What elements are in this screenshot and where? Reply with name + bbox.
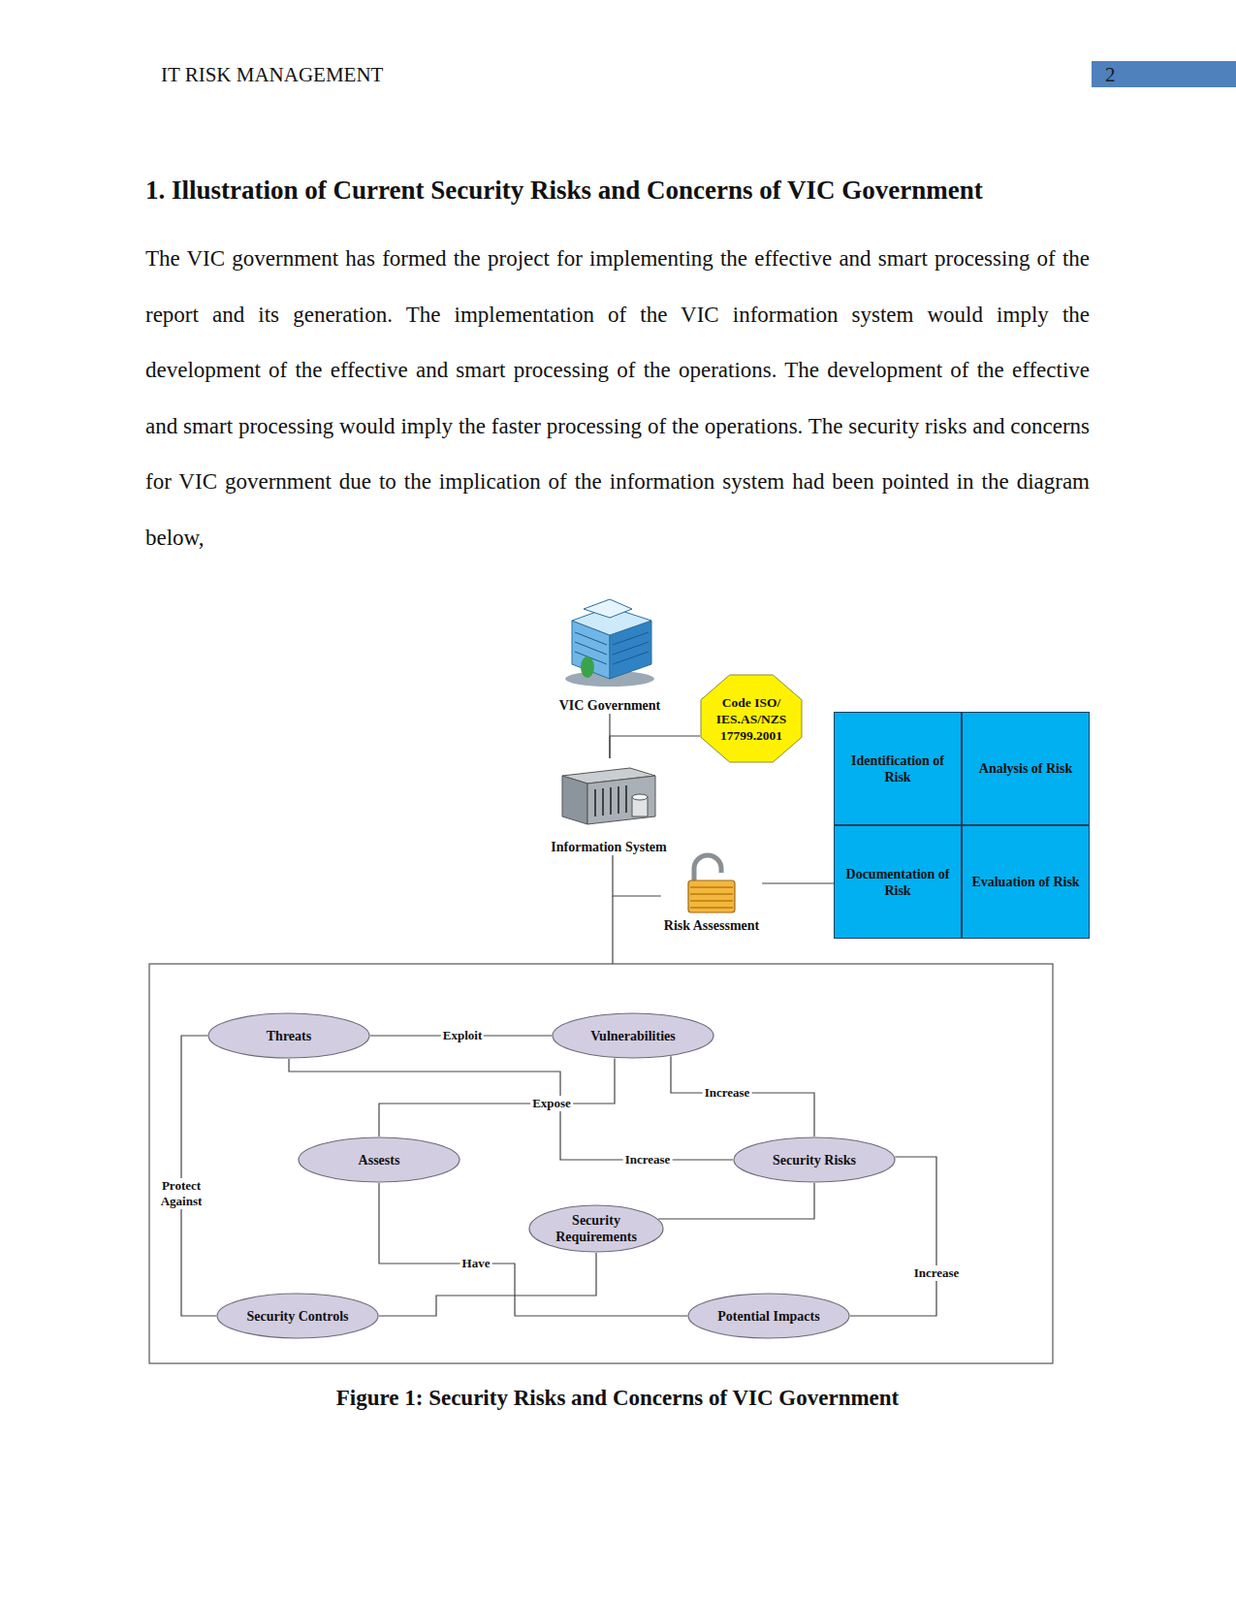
database-cylinder-top — [632, 793, 648, 800]
drive-slot — [625, 785, 628, 813]
body-paragraph: The VIC government has formed the projec… — [145, 230, 1090, 566]
connector-line — [612, 855, 662, 896]
lock-stripe — [690, 899, 733, 902]
page-number: 2 — [1105, 62, 1116, 88]
window-line — [612, 632, 649, 645]
standard-octagon: Code ISO/ IES.AS/NZS 17799.2001 — [699, 673, 803, 763]
octagon-outline — [700, 674, 802, 762]
concept-ellipse: Potential Impacts — [687, 1292, 851, 1339]
ellipse-shape — [528, 1204, 665, 1253]
ellipse-outline — [298, 1137, 460, 1182]
ellipse-outline — [529, 1204, 664, 1252]
lock-shackle — [694, 855, 722, 883]
connector-line — [379, 1252, 597, 1316]
building-tower — [583, 599, 633, 618]
node-label: Risk Assessment — [664, 917, 760, 934]
connector-line — [850, 1156, 937, 1316]
ellipse-outline — [208, 1013, 370, 1058]
process-cell: Evaluation of Risk — [961, 824, 1090, 939]
node-label: Security Risks — [772, 1151, 856, 1169]
node-label: Assests — [358, 1151, 401, 1169]
connector-line — [670, 1055, 815, 1137]
lock-stripe — [690, 906, 733, 909]
connector-line — [609, 735, 700, 759]
figure-caption: Figure 1: Security Risks and Concerns of… — [132, 1384, 1103, 1412]
lock-stripe — [690, 892, 733, 895]
concept-ellipse: Vulnerabilities — [551, 1012, 715, 1059]
process-cell: Documentation of Risk — [833, 824, 962, 939]
node-label: VIC Government — [559, 697, 662, 714]
server-drive-slots — [595, 785, 627, 817]
process-cell: Identification of Risk — [833, 711, 962, 825]
edge-label: Increase — [912, 1265, 962, 1281]
risk-model-frame — [149, 963, 1053, 1363]
lock-body — [688, 880, 735, 913]
node-label: Threats — [266, 1027, 312, 1045]
drive-slot — [617, 786, 620, 814]
lock-node: Risk Assessment — [661, 852, 762, 934]
concept-ellipse: Threats — [207, 1012, 371, 1059]
node-label: Vulnerabilities — [590, 1027, 675, 1045]
concept-ellipse: Security Requirements — [528, 1204, 665, 1253]
drive-slot — [609, 787, 612, 815]
ellipse-outline — [733, 1137, 895, 1182]
running-header: IT RISK MANAGEMENT — [160, 62, 383, 88]
node-label: Potential Impacts — [717, 1307, 820, 1325]
connector-line — [658, 1182, 815, 1219]
edge-label: Increase — [702, 1084, 753, 1101]
node-label: Code ISO/ IES.AS/NZS 17799.2001 — [706, 694, 796, 744]
node-label: Evaluation of Risk — [971, 873, 1079, 890]
drive-slot — [602, 788, 604, 816]
node-label: Security Controls — [246, 1307, 349, 1325]
window-line — [612, 651, 649, 665]
window-line — [574, 641, 607, 655]
feed-line — [611, 895, 613, 964]
edge-label: Exploit — [441, 1027, 484, 1044]
server-node: Information System — [547, 758, 669, 856]
lock-stripes — [690, 887, 733, 908]
lock-stripe — [690, 886, 733, 888]
ellipse-outline — [217, 1293, 379, 1338]
concept-ellipse: Security Controls — [216, 1292, 380, 1339]
tree — [580, 656, 595, 678]
connector-line — [181, 1035, 217, 1316]
connector-line — [379, 1057, 615, 1137]
edge-label: Have — [460, 1255, 493, 1271]
node-label: Identification of Risk — [839, 752, 956, 786]
drive-slot — [594, 789, 597, 817]
connector-line — [761, 882, 834, 884]
server-side — [562, 775, 588, 824]
section-title: 1. Illustration of Current Security Risk… — [145, 173, 1115, 207]
node-label: Documentation of Risk — [839, 865, 956, 899]
edge-label: Increase — [623, 1151, 673, 1168]
server-front — [587, 775, 656, 824]
process-cell: Analysis of Risk — [961, 711, 1090, 825]
ellipse-outline — [552, 1013, 714, 1058]
window-line — [612, 641, 649, 655]
ellipse-outline — [688, 1293, 850, 1338]
node-label: Security Requirements — [542, 1211, 650, 1245]
concept-ellipse: Assests — [297, 1136, 461, 1183]
node-label: Information System — [550, 838, 666, 856]
node-label: Analysis of Risk — [979, 760, 1073, 777]
connector-line — [379, 1182, 688, 1316]
edge-label: Protect Against — [151, 1177, 212, 1209]
window-line — [574, 632, 607, 645]
building-node: VIC Government — [556, 599, 665, 714]
edge-label: Expose — [530, 1095, 573, 1111]
concept-ellipse: Security Risks — [732, 1136, 896, 1183]
